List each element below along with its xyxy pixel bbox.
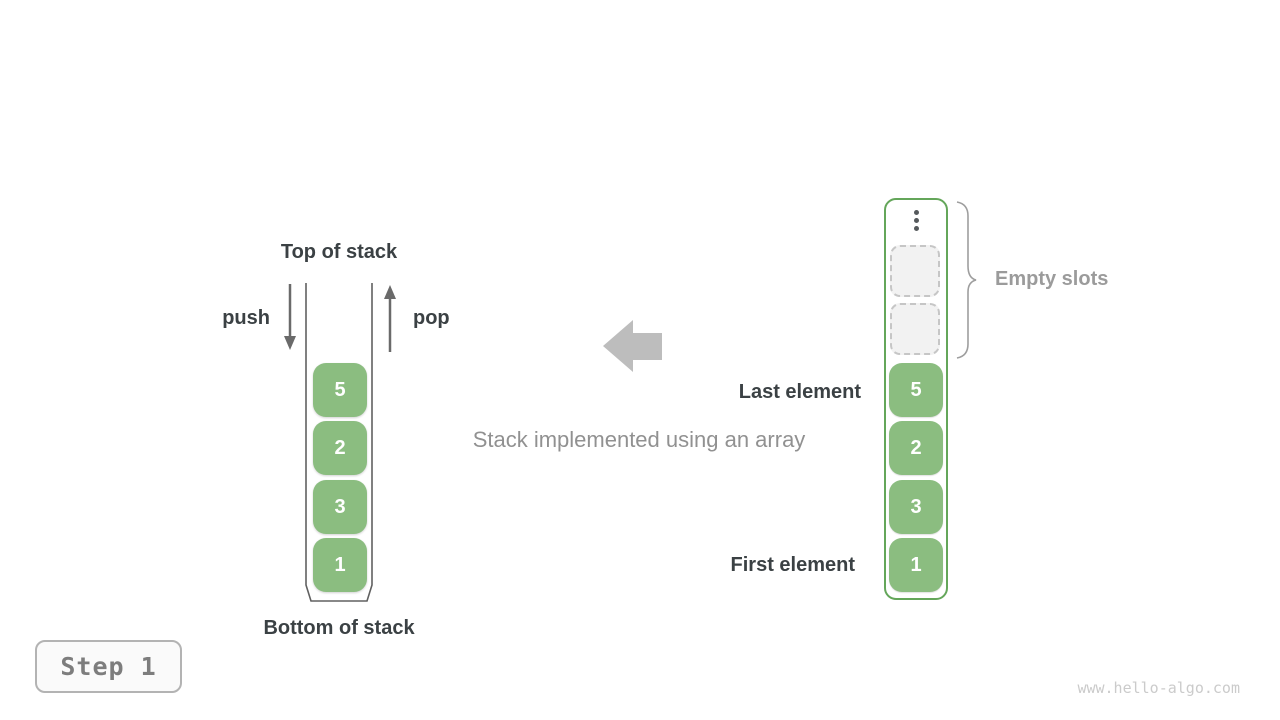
down-arrow-icon <box>284 284 296 350</box>
stack-element: 1 <box>313 538 367 592</box>
stack-element: 2 <box>313 421 367 475</box>
ellipsis-dot <box>913 218 919 223</box>
empty-slot <box>890 303 940 355</box>
push-label: push <box>222 307 270 329</box>
watermark: www.hello-algo.com <box>1077 679 1240 697</box>
step-badge: Step 1 <box>35 640 182 693</box>
top-of-stack-label: Top of stack <box>280 241 398 263</box>
up-arrow-icon <box>384 285 396 352</box>
array-element: 3 <box>889 480 943 534</box>
vertical-ellipsis-icon <box>886 210 946 231</box>
stack-element: 5 <box>313 363 367 417</box>
array-element: 2 <box>889 421 943 475</box>
curly-brace <box>956 201 977 359</box>
array-element: 1 <box>889 538 943 592</box>
empty-slots-label: Empty slots <box>995 268 1109 290</box>
figure-caption: Stack implemented using an array <box>472 427 806 452</box>
ellipsis-dot <box>913 210 919 215</box>
pop-label: pop <box>413 307 450 329</box>
left-arrow-icon <box>603 320 662 372</box>
last-element-label: Last element <box>738 381 861 403</box>
bottom-of-stack-label: Bottom of stack <box>263 617 415 639</box>
array-element: 5 <box>889 363 943 417</box>
ellipsis-dot <box>913 226 919 231</box>
first-element-label: First element <box>730 554 855 576</box>
stack-element: 3 <box>313 480 367 534</box>
empty-slot <box>890 245 940 297</box>
array-container: 5 2 3 1 <box>884 198 948 600</box>
